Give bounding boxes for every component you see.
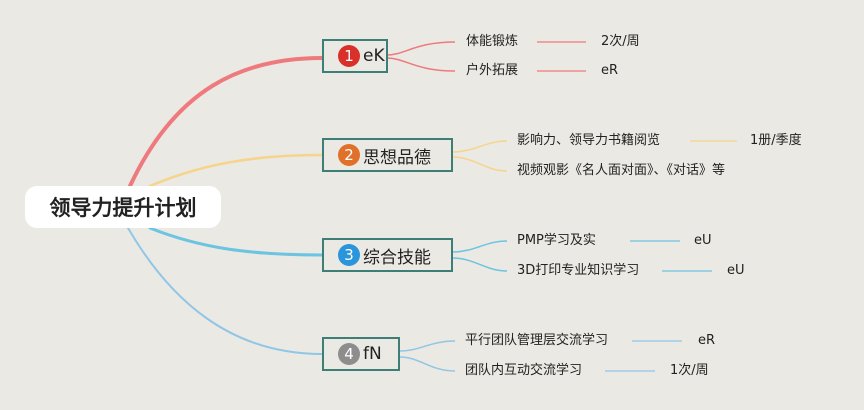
sub-connector [399,356,456,372]
branch-connector-4 [127,227,323,355]
leaf-item[interactable]: 户外拓展 [466,63,519,78]
sub-connector [399,340,456,352]
leaf-value: 1册/季度 [750,133,802,148]
branch-label: 综合技能 [363,247,431,268]
branch-connector-1 [128,56,324,188]
sub-connector [451,240,508,253]
leaf-value: eR [698,333,716,348]
number-badge-icon: 3 [338,244,360,266]
branch-label: fN [363,344,382,364]
branch-node-2[interactable]: 2 思想品德 [322,138,453,172]
leaf-value: eR [601,63,619,78]
leaf-item[interactable]: PMP学习及实 [517,233,596,248]
branch-node-1[interactable]: 1 eK [322,39,388,73]
branch-node-3[interactable]: 3 综合技能 [322,238,453,272]
branch-connector-3 [148,226,324,257]
number-badge-icon: 2 [338,144,360,166]
leaf-item[interactable]: 团队内互动交流学习 [465,363,583,378]
leaf-item[interactable]: 平行团队管理层交流学习 [465,333,609,348]
sub-connector [451,156,508,172]
number-badge-icon: 4 [338,343,360,365]
number-badge-icon: 1 [338,45,360,67]
leaf-value: 2次/周 [601,34,640,49]
root-node[interactable]: 领导力提升计划 [25,186,221,228]
root-title: 领导力提升计划 [49,196,197,220]
sub-connector [451,140,508,153]
leaf-value: eU [727,263,745,278]
sub-connector [386,41,456,56]
leaf-value: 1次/周 [670,363,709,378]
branch-connector-2 [148,153,324,188]
leaf-item[interactable]: 3D打印专业知识学习 [517,263,640,278]
branch-label: eK [363,46,385,66]
sub-connector [386,57,456,72]
leaf-item[interactable]: 体能锻炼 [466,34,519,49]
leaf-item[interactable]: 影响力、领导力书籍阅览 [517,133,661,148]
sub-connector [451,257,508,272]
branch-label: 思想品德 [363,147,431,168]
leaf-item[interactable]: 视频观影《名人面对面》、《对话》等 [517,163,726,178]
branch-node-4[interactable]: 4 fN [322,337,400,371]
leaf-value: eU [694,233,712,248]
